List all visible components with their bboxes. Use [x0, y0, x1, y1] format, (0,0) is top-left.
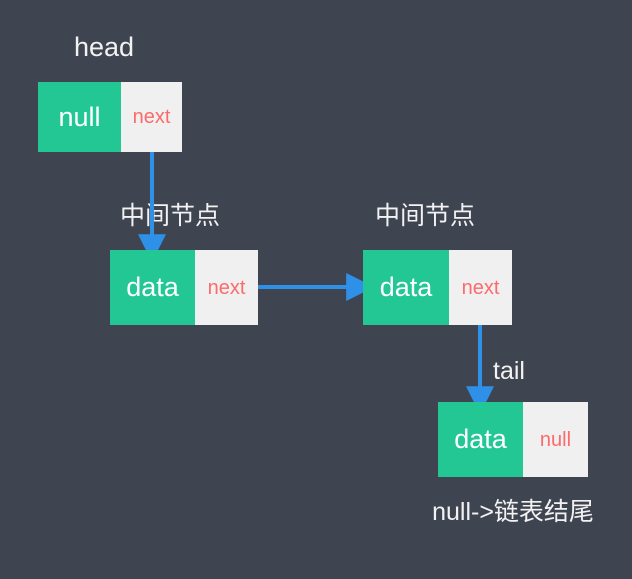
tail-label: tail — [493, 357, 525, 385]
middle-node-2-pointer-cell: next — [449, 250, 512, 325]
head-node-pointer-cell: next — [121, 82, 182, 152]
tail-caption: null->链表结尾 — [432, 498, 594, 526]
tail-node-pointer-cell: null — [523, 402, 588, 477]
tail-node-data-cell: data — [438, 402, 523, 477]
head-node[interactable]: null next — [38, 82, 182, 152]
head-label: head — [74, 32, 135, 62]
middle-node-1-pointer-cell: next — [195, 250, 258, 325]
middle-node-2-label: 中间节点 — [375, 202, 476, 230]
middle-node-1-data-cell: data — [110, 250, 195, 325]
middle-node-2[interactable]: data next — [363, 250, 512, 325]
middle-node-1-label: 中间节点 — [120, 202, 221, 230]
tail-node[interactable]: data null — [438, 402, 588, 477]
middle-node-2-data-cell: data — [363, 250, 449, 325]
head-node-data-cell: null — [38, 82, 121, 152]
middle-node-1[interactable]: data next — [110, 250, 258, 325]
